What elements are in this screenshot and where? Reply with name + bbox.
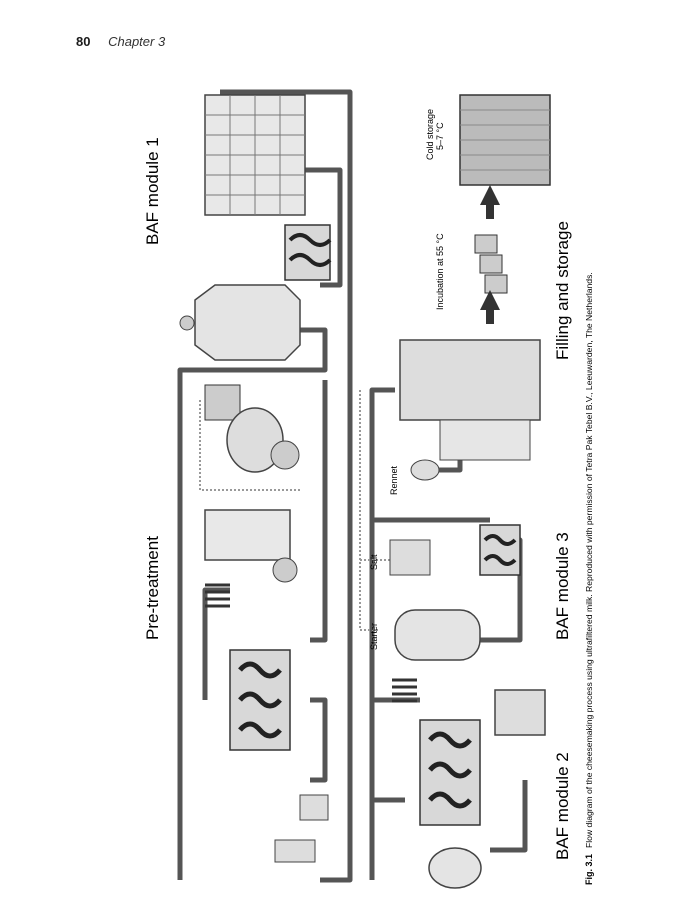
module-label-baf3: BAF module 3 <box>553 532 572 640</box>
pipe-network <box>177 89 528 883</box>
plate-heat-exchanger-1 <box>284 224 332 281</box>
plate-heat-exchanger-4 <box>479 524 521 576</box>
page-header: 80 Chapter 3 <box>76 34 165 49</box>
page-number: 80 <box>76 34 91 49</box>
rennet-label: Rennet <box>389 465 399 495</box>
holding-coil-1 <box>205 583 230 608</box>
figure-caption-text: Flow diagram of the cheesemaking process… <box>584 272 594 848</box>
service-lines <box>199 390 390 631</box>
module-label-baf2: BAF module 2 <box>553 752 572 860</box>
milk-tank-2 <box>428 847 482 889</box>
cheese-packages <box>474 234 508 294</box>
storage-tank-1 <box>179 284 301 361</box>
pasteurizer-frame <box>204 509 298 583</box>
plate-heat-exchanger-3 <box>419 719 481 826</box>
cold-storage-temp: 5–7 °C <box>435 122 445 150</box>
plate-heat-exchanger-2 <box>229 649 291 751</box>
salt-label: Salt <box>369 554 379 570</box>
holding-coil-2 <box>392 678 417 703</box>
figure-caption-number: Fig. 3.1 <box>584 854 594 885</box>
cooling-tower <box>204 94 306 216</box>
ultrafiltration-unit <box>494 689 546 736</box>
flow-arrows-storage <box>480 185 500 324</box>
centrifugal-separator <box>226 407 300 473</box>
cold-storage-label: Cold storage <box>425 109 435 160</box>
mixing-tank <box>394 609 481 661</box>
module-label-pretreatment: Pre-treatment <box>143 536 162 640</box>
cold-storage-room <box>459 94 551 186</box>
incubation-label: Incubation at 55 °C <box>435 233 445 310</box>
chapter-title: Chapter 3 <box>108 34 166 49</box>
salt-dosing-unit <box>389 539 431 576</box>
module-label-filling: Filling and storage <box>553 221 572 360</box>
balance-tank <box>274 794 329 863</box>
filling-machine <box>399 339 541 461</box>
starter-label: Starter <box>369 623 379 650</box>
control-panel <box>204 384 241 421</box>
rennet-tank <box>410 459 440 481</box>
module-label-baf1: BAF module 1 <box>143 137 162 245</box>
